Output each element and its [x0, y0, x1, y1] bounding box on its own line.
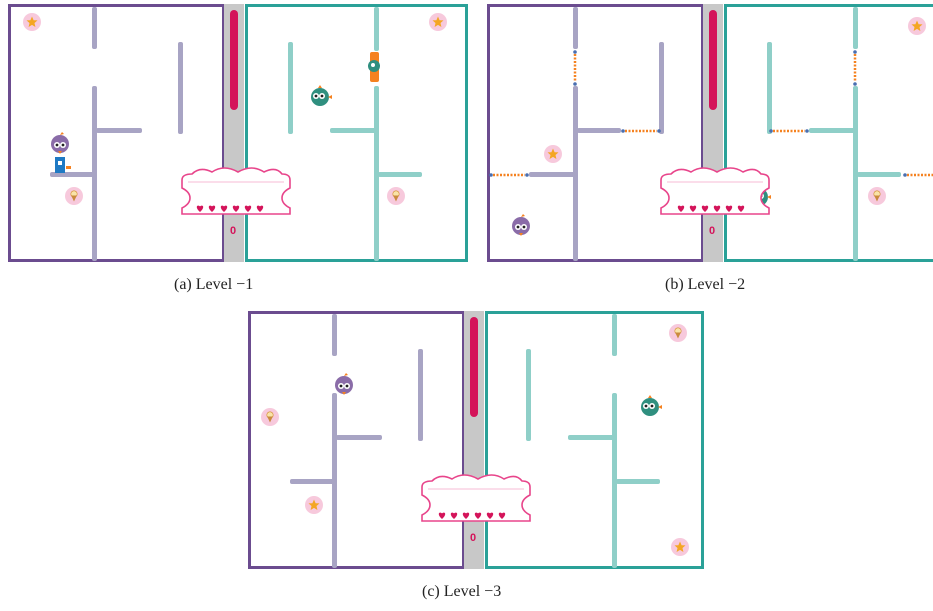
orange-gate-icon: [368, 52, 380, 82]
caption-level-1: (a) Level −1: [174, 276, 254, 293]
star-icon: [305, 496, 323, 514]
ice-cream-icon: [668, 323, 688, 343]
right-maze-walls: [288, 7, 422, 261]
star-icon: [671, 538, 689, 556]
score-text: 0: [709, 225, 715, 237]
right-maze-walls: [526, 314, 660, 568]
ice-cream-icon: [260, 407, 280, 427]
level-3-panel: 0: [248, 311, 704, 569]
score-text: 0: [470, 532, 476, 544]
level-2-game-board: 0: [487, 4, 933, 262]
left-maze-walls: [529, 7, 664, 261]
star-icon: [908, 17, 926, 35]
ice-cream-icon: [867, 186, 887, 206]
star-icon: [429, 13, 447, 31]
star-icon: [23, 13, 41, 31]
right-maze-frame: [245, 4, 468, 262]
ice-cream-icon: [386, 186, 406, 206]
score-text: 0: [230, 225, 236, 237]
level-1-game-board: 0: [8, 4, 468, 262]
left-maze-walls: [50, 7, 183, 261]
caption-level-2: (b) Level −2: [665, 276, 746, 293]
level-3-game-board: 0: [248, 311, 704, 569]
right-maze-walls: [767, 7, 901, 261]
ice-cream-icon: [64, 186, 84, 206]
purple-bird-on-pedestal: [51, 132, 71, 173]
progress-meter: [230, 10, 238, 110]
progress-meter: [470, 317, 478, 417]
progress-meter: [709, 10, 717, 110]
level-1-panel: 0: [8, 4, 468, 262]
level-2-panel: 0: [487, 4, 933, 262]
star-icon: [544, 145, 562, 163]
left-maze-walls: [290, 314, 423, 568]
caption-level-3: (c) Level −3: [422, 583, 502, 600]
